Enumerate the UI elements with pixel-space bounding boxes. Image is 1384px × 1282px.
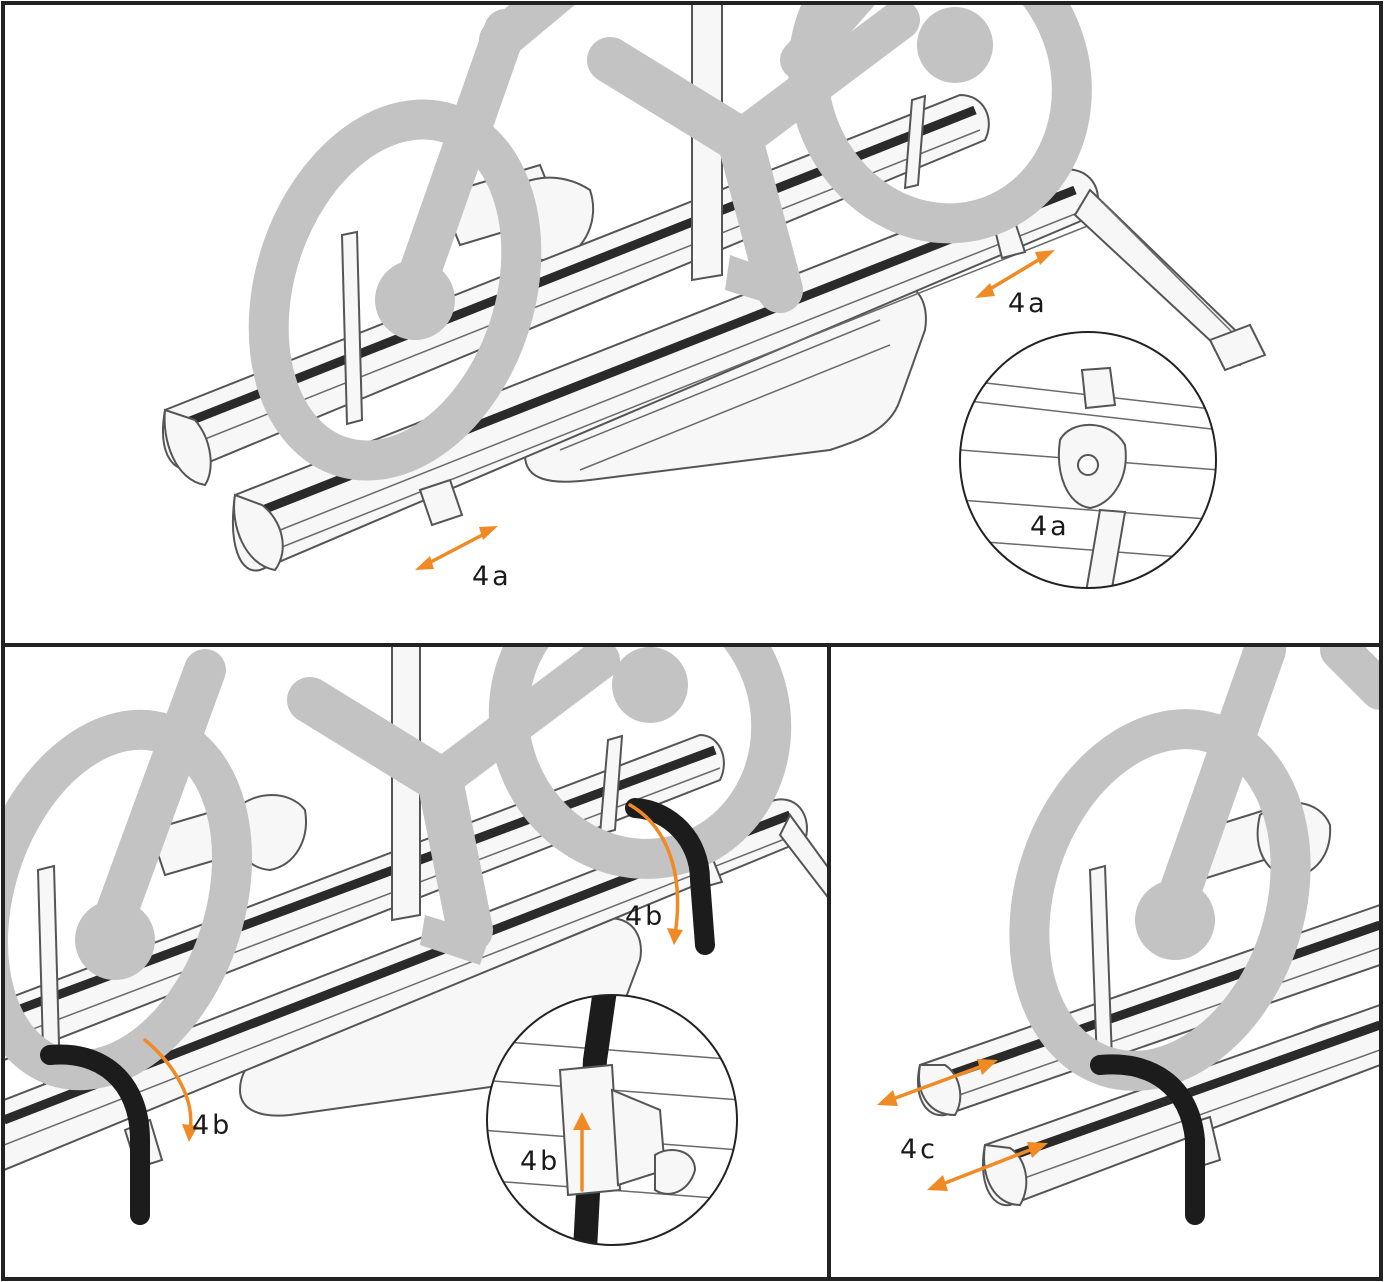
arrow-4c-front (927, 1142, 1048, 1191)
strap-right (625, 798, 715, 955)
arc-arrow-4b-right (628, 803, 683, 945)
label-4b-left: 4b (192, 1110, 232, 1141)
label-4b-inset: 4b (520, 1146, 560, 1177)
arrow-4c-rear (877, 1059, 998, 1106)
label-4a-inset: 4a (1030, 511, 1070, 542)
strap-br (1090, 1054, 1205, 1225)
end-knob (1208, 323, 1267, 372)
label-4a-right: 4a (1008, 288, 1048, 319)
strap-left (40, 1044, 150, 1225)
inset-detail-4b: 4b (486, 994, 738, 1246)
label-4a-front: 4a (472, 561, 512, 592)
arrow-4a-right (975, 250, 1055, 298)
bike-silhouette-bl (4, 646, 792, 1091)
label-4c: 4c (900, 1134, 938, 1165)
arrow-4a-front (415, 526, 498, 570)
bike-silhouette-top (248, 4, 1092, 481)
panel-bottom-left: 4b 4b 4b (4, 646, 828, 1246)
panel-bottom-right: 4c (877, 646, 1380, 1225)
arc-arrow-4b-left (143, 1038, 198, 1142)
clamp-front (418, 478, 464, 527)
ratchet-bar-left (340, 230, 364, 426)
label-4b-right: 4b (625, 901, 665, 932)
inset-detail-4a: 4a (959, 331, 1217, 589)
panel-top: 4a 4a 4a (161, 4, 1267, 592)
ratchet-bar-right (903, 94, 927, 190)
